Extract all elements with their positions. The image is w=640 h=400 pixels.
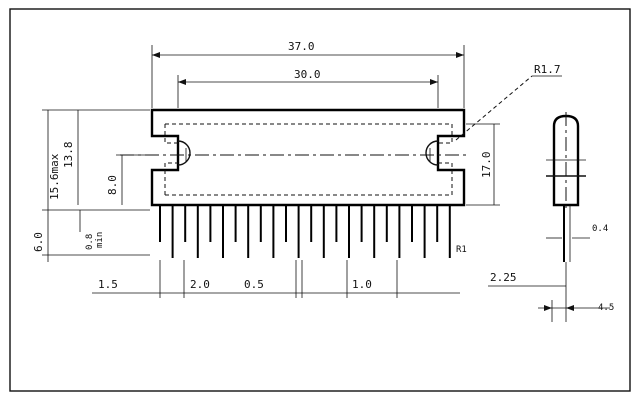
right-mount-hole bbox=[425, 140, 439, 166]
dim-pin-span: 30.0 bbox=[294, 68, 321, 81]
inner-dashed-outline bbox=[164, 123, 453, 196]
side-view-body bbox=[552, 114, 580, 207]
arrow-37-right bbox=[456, 52, 464, 58]
dim-side-end: 4.5 bbox=[598, 303, 614, 313]
arrow-37-left bbox=[152, 52, 160, 58]
dim-max-height: 15.6max bbox=[48, 153, 61, 200]
arrow-4-5-left bbox=[544, 305, 552, 311]
arrow-30-right bbox=[430, 79, 438, 85]
dim-pitch-a: 2.0 bbox=[190, 278, 210, 291]
dim-side-offset: 2.25 bbox=[490, 271, 517, 284]
radius-leader bbox=[455, 75, 533, 141]
left-mount-hole bbox=[177, 140, 191, 166]
arrow-4-5-right bbox=[566, 305, 574, 311]
dim-lead-min-unit: min bbox=[95, 232, 105, 248]
dim-lead-width: 0.5 bbox=[244, 278, 264, 291]
dim-mount-height: 8.0 bbox=[106, 175, 119, 195]
dim-lead-length: 6.0 bbox=[32, 232, 45, 252]
drawing-frame bbox=[9, 8, 631, 392]
dim-body-height: 13.8 bbox=[62, 142, 75, 169]
dim-lead-min: 0.8 bbox=[85, 234, 95, 250]
dim-side-thickness: 0.4 bbox=[592, 224, 608, 234]
package-body-outline bbox=[150, 108, 466, 207]
dim-corner-radius: R1.7 bbox=[534, 63, 561, 76]
pin-one-mark: R1 bbox=[456, 245, 467, 255]
dim-overall-length: 37.0 bbox=[288, 40, 315, 53]
dim-pitch-b: 1.0 bbox=[352, 278, 372, 291]
arrow-30-left bbox=[178, 79, 186, 85]
dim-edge-offset: 1.5 bbox=[98, 278, 118, 291]
dim-right-height: 17.0 bbox=[480, 152, 493, 179]
lead-pins bbox=[159, 205, 451, 258]
